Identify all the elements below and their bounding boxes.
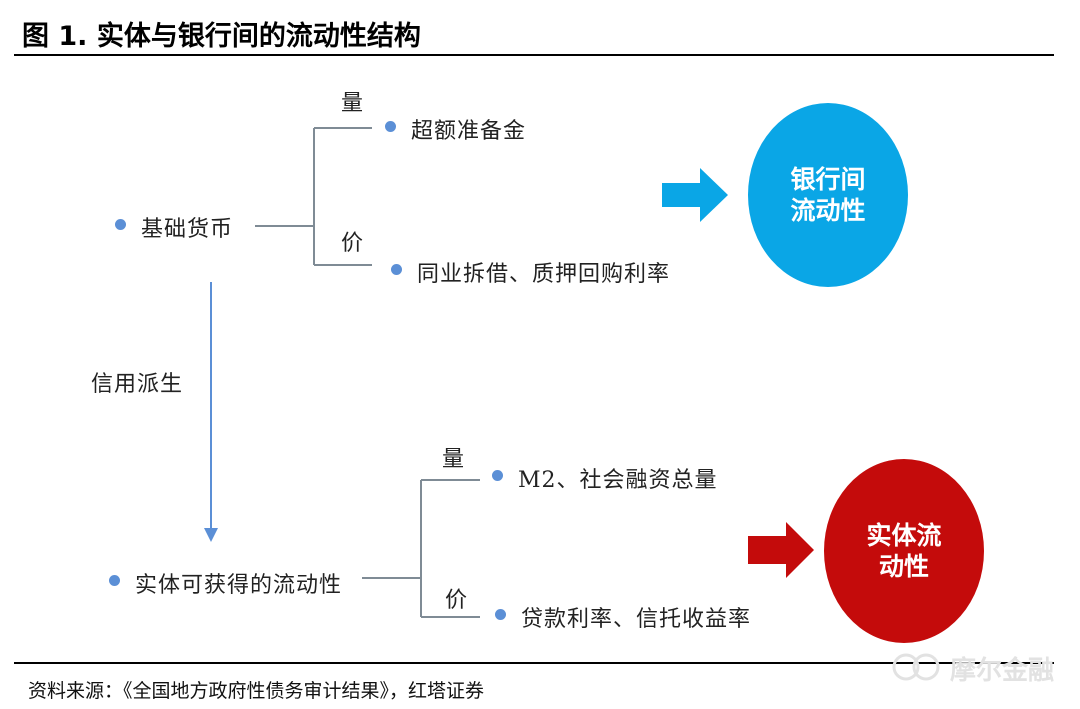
bullet-icon (495, 609, 506, 620)
figure-title: 图 1. 实体与银行间的流动性结构 (22, 21, 421, 52)
bullet-icon (115, 219, 126, 230)
bottom-qty-item: M2、社会融资总量 (518, 468, 718, 493)
bullet-icon (385, 121, 396, 132)
circle-line-1: 银行间 (790, 165, 866, 194)
top-qty-item: 超额准备金 (411, 119, 527, 144)
top-root-node: 基础货币 (141, 217, 234, 242)
footer-rule (14, 662, 1054, 664)
title-rule (14, 54, 1054, 56)
top-price-item: 同业拆借、质押回购利率 (417, 262, 671, 287)
circle-line-2: 流动性 (790, 196, 866, 225)
circle-line-2: 动性 (878, 552, 929, 581)
source-note: 资料来源：《全国地方政府性债务审计结果》，红塔证券 (28, 680, 485, 702)
bullet-icon (391, 264, 402, 275)
entity-liquidity-circle: 实体流动性 (824, 459, 984, 643)
top-price-label: 价 (341, 231, 365, 256)
blue-arrow-icon (662, 168, 728, 222)
bottom-qty-label: 量 (442, 447, 466, 472)
interbank-liquidity-circle: 银行间流动性 (748, 103, 908, 287)
bullet-icon (109, 575, 120, 586)
bottom-bracket (362, 479, 480, 618)
watermark-logo-icon (892, 653, 940, 681)
credit-down-arrow (204, 282, 218, 542)
bottom-root-node: 实体可获得的流动性 (135, 573, 343, 598)
credit-derivation-label: 信用派生 (91, 372, 184, 397)
bottom-price-item: 贷款利率、信托收益率 (521, 607, 752, 632)
circle-line-1: 实体流 (866, 521, 942, 550)
watermark: 摩尔金融 (950, 656, 1055, 686)
top-qty-label: 量 (341, 91, 365, 116)
red-arrow-icon (748, 522, 814, 578)
bottom-price-label: 价 (445, 588, 469, 613)
top-bracket (255, 127, 372, 266)
bullet-icon (492, 470, 503, 481)
